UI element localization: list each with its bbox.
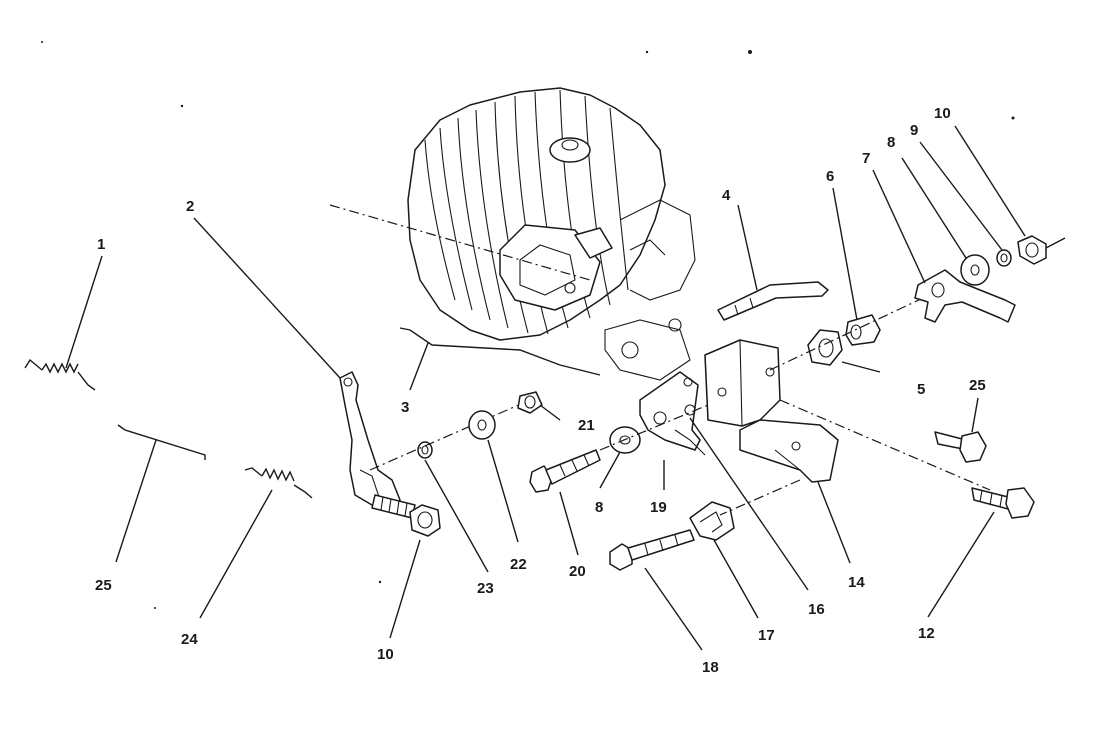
label-10-upper: 10 (934, 105, 951, 122)
wire-link-part-3 (399, 327, 601, 376)
clamp-part-17 (689, 501, 735, 541)
label-7: 7 (862, 150, 870, 167)
bolt-part-25-right (934, 431, 987, 463)
control-plate-part-19 (639, 371, 706, 456)
label-19: 19 (650, 499, 667, 516)
spring-part-24 (244, 467, 313, 499)
bracket-part-16 (684, 339, 781, 427)
label-9: 9 (910, 122, 918, 139)
washer-part-8-upper (960, 254, 990, 286)
axis-line-lever (369, 399, 531, 471)
part-number-labels: 1 2 3 4 6 7 8 9 10 5 25 21 8 19 22 23 20… (95, 105, 986, 676)
axis-line-bolt-12 (779, 399, 991, 491)
bolt-part-20 (529, 449, 601, 493)
label-17: 17 (758, 627, 775, 644)
label-25-right: 25 (969, 377, 986, 394)
bracket-part-14 (739, 419, 839, 483)
bolt-part-12 (971, 487, 1035, 519)
label-20: 20 (569, 563, 586, 580)
nut-part-10-upper (1017, 235, 1066, 265)
lever-part-7 (914, 269, 1016, 323)
bushing-part-21 (517, 391, 543, 414)
bushing-part-6 (845, 314, 881, 346)
label-22: 22 (510, 556, 527, 573)
rod-part-4 (717, 281, 829, 321)
label-2: 2 (186, 198, 194, 215)
label-6: 6 (826, 168, 834, 185)
leader-lines (65, 125, 1026, 651)
label-14: 14 (848, 574, 865, 591)
label-8-lower: 8 (595, 499, 603, 516)
label-8-upper: 8 (887, 134, 895, 151)
label-18: 18 (702, 659, 719, 676)
engine-block (407, 87, 696, 381)
label-5: 5 (917, 381, 925, 398)
grommet-part-5 (807, 329, 843, 366)
axis-line-plate (599, 399, 721, 451)
spring-part-1 (24, 358, 96, 391)
axis-line-engine (329, 204, 591, 281)
label-3: 3 (401, 399, 409, 416)
label-4: 4 (722, 187, 731, 204)
washer-part-23 (417, 441, 433, 459)
clip-part-9 (996, 249, 1012, 267)
label-21: 21 (578, 417, 595, 434)
label-23: 23 (477, 580, 494, 597)
throttle-lever-part-2 (339, 371, 416, 519)
washer-part-22 (468, 410, 496, 440)
screw-part-18 (609, 529, 695, 571)
label-1: 1 (97, 236, 105, 253)
nut-part-10-lower (409, 504, 441, 537)
label-24: 24 (181, 631, 198, 648)
label-10-lower: 10 (377, 646, 394, 663)
label-16: 16 (808, 601, 825, 618)
scan-speckles (41, 41, 1015, 609)
label-12: 12 (918, 625, 935, 642)
axis-line-clamp (719, 479, 801, 516)
wire-rod-part-25 (117, 424, 206, 460)
label-25-left: 25 (95, 577, 112, 594)
